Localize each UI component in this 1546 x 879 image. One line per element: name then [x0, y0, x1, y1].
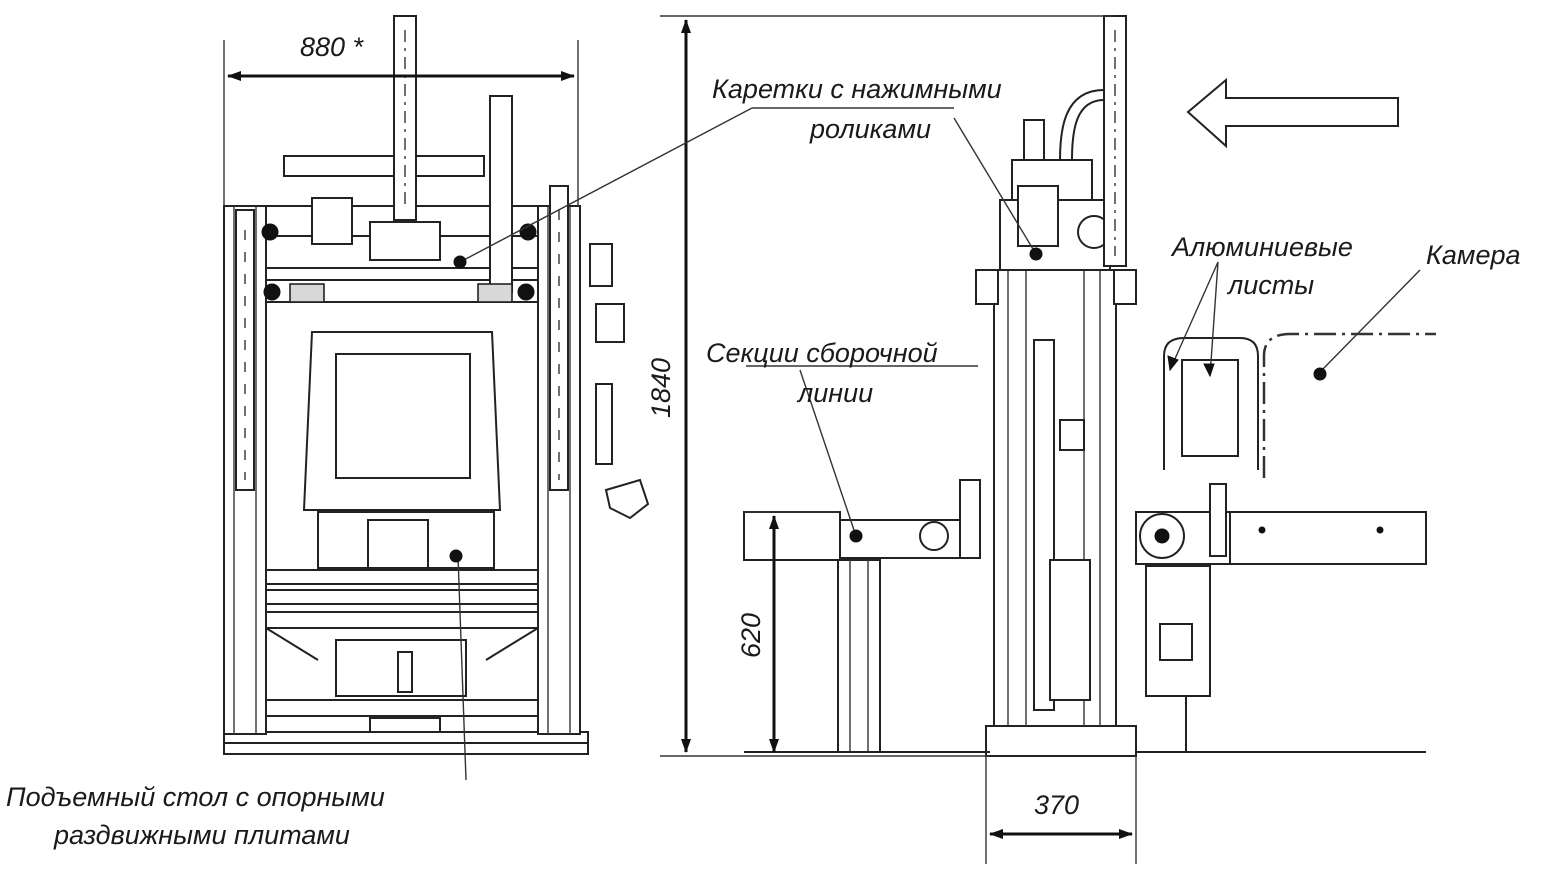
- lifting-table-label: Подъемный стол с опорными раздвижными пл…: [6, 782, 385, 850]
- leader-lines: [449, 107, 1421, 781]
- dimension-620-label: 620: [736, 613, 766, 658]
- front-view-machine: [223, 15, 650, 755]
- right-conveyor: [1135, 332, 1436, 753]
- aluminum-label-line1: Алюминиевые: [1170, 232, 1353, 262]
- sections-label-line2: линии: [796, 378, 873, 408]
- aluminum-label: Алюминиевые листы: [1170, 232, 1353, 300]
- dimension-880-label: 880 *: [300, 32, 365, 62]
- arrow-left-icon: [1186, 77, 1399, 149]
- side-view-machine: [975, 15, 1137, 757]
- carriages-label: Каретки с нажимными роликами: [712, 74, 1002, 144]
- aluminum-label-line2: листы: [1226, 270, 1314, 300]
- carriages-label-line2: роликами: [809, 114, 931, 144]
- camera-label: Камера: [1426, 240, 1521, 270]
- sections-label-line1: Секции сборочной: [706, 338, 938, 368]
- dimension-370: 370: [985, 756, 1137, 864]
- assembly-line-section: [743, 479, 990, 753]
- lifting-table-label-line1: Подъемный стол с опорными: [6, 782, 385, 812]
- dimension-370-label: 370: [1034, 790, 1079, 820]
- dimension-880: 880 *: [223, 32, 579, 206]
- carriages-label-line1: Каретки с нажимными: [712, 74, 1002, 104]
- dimension-1840-label: 1840: [646, 358, 676, 418]
- lifting-table-label-line2: раздвижными плитами: [53, 820, 350, 850]
- dimension-1840: 1840: [646, 15, 1114, 757]
- sections-label: Секции сборочной линии: [706, 338, 938, 408]
- dimension-620: 620: [736, 511, 838, 753]
- camera-label-text: Камера: [1426, 240, 1521, 270]
